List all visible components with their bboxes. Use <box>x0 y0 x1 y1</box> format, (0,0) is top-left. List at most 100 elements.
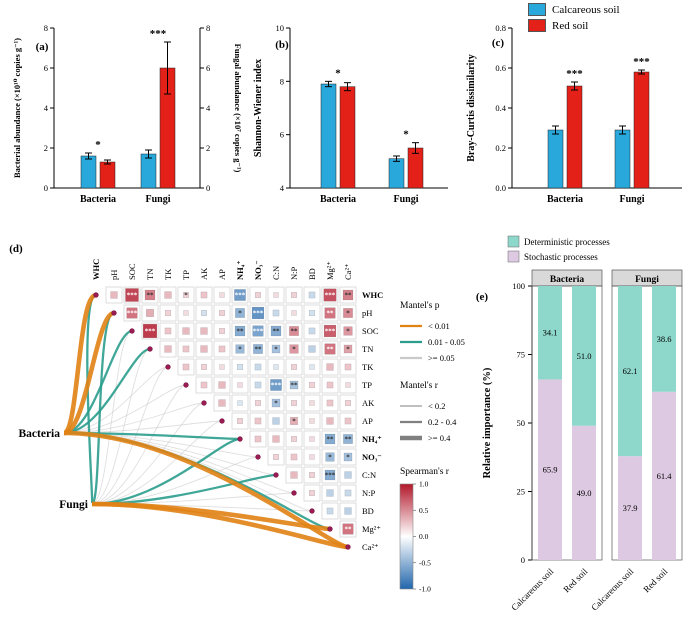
svg-text:*: * <box>95 139 101 151</box>
svg-text:6: 6 <box>44 63 48 73</box>
stochastic-segment <box>652 391 676 560</box>
mantel-edge <box>91 420 223 505</box>
svg-text:***: *** <box>325 472 336 480</box>
svg-text:0.6: 0.6 <box>495 63 506 73</box>
bar-fungi-calcareous-soil <box>388 158 405 189</box>
svg-text:Calcareous soil: Calcareous soil <box>509 566 555 612</box>
mantel-edge <box>63 310 115 436</box>
deterministic-segment <box>618 286 642 457</box>
bar-bacteria-calcareous-soil <box>547 129 564 189</box>
svg-text:>= 0.05: >= 0.05 <box>428 353 455 363</box>
svg-text:SOC: SOC <box>127 263 137 280</box>
bar-fungi-calcareous-soil <box>614 129 631 189</box>
svg-text:4: 4 <box>206 103 211 113</box>
svg-text:AP: AP <box>217 269 227 280</box>
svg-text:0.4: 0.4 <box>495 103 506 113</box>
mantel-legend: Mantel's p< 0.010.01 - 0.05>= 0.05Mantel… <box>399 301 465 594</box>
svg-text:Relative importance (%): Relative importance (%) <box>482 367 493 478</box>
svg-text:Bacteria: Bacteria <box>550 275 585 285</box>
stochastic-segment <box>572 425 596 560</box>
svg-text:Deterministic processes: Deterministic processes <box>524 237 610 247</box>
svg-text:Bacteria: Bacteria <box>547 194 583 205</box>
svg-text:0: 0 <box>206 183 210 193</box>
svg-text:Bacteria: Bacteria <box>18 428 60 440</box>
svg-text:(b): (b) <box>275 39 289 51</box>
svg-text:< 0.2: < 0.2 <box>428 401 446 411</box>
svg-text:WHC: WHC <box>91 259 101 280</box>
svg-text:100: 100 <box>512 281 525 291</box>
svg-text:61.4: 61.4 <box>657 471 673 481</box>
svg-text:Red soil: Red soil <box>641 566 669 594</box>
svg-text:37.9: 37.9 <box>623 503 638 513</box>
svg-text:NH₄⁺: NH₄⁺ <box>235 260 245 280</box>
svg-text:Spearman's r: Spearman's r <box>400 467 450 477</box>
calcareous-soil-swatch <box>528 3 546 16</box>
svg-text:Fungi: Fungi <box>393 194 418 205</box>
bar-bacteria-red-soil <box>566 85 583 189</box>
bars <box>80 41 176 189</box>
svg-text:***: *** <box>566 68 583 80</box>
red-soil-swatch <box>528 19 546 32</box>
deterministic-segment <box>572 286 596 426</box>
svg-text:AK: AK <box>199 267 209 280</box>
stochastic-segment <box>538 379 562 560</box>
legend-item-calcareous-soil: Calcareous soil <box>528 3 620 16</box>
svg-text:62.1: 62.1 <box>623 366 638 376</box>
svg-text:Red soil: Red soil <box>561 566 589 594</box>
svg-text:38.6: 38.6 <box>657 334 672 344</box>
legend-item-red-soil: Red soil <box>528 19 620 32</box>
svg-text:**: ** <box>273 328 281 336</box>
svg-text:6: 6 <box>280 130 284 140</box>
svg-text:25: 25 <box>517 487 526 497</box>
mantel-edge <box>63 366 169 434</box>
svg-text:2: 2 <box>206 143 210 153</box>
svg-text:NH₄⁺: NH₄⁺ <box>362 434 382 444</box>
svg-text:***: *** <box>325 292 336 300</box>
bar-fungi-calcareous-soil <box>140 153 157 189</box>
svg-text:TN: TN <box>145 269 155 280</box>
svg-text:50: 50 <box>517 418 526 428</box>
svg-text:***: *** <box>235 292 246 300</box>
mantel-edge <box>91 348 151 505</box>
svg-text:0.8: 0.8 <box>495 23 506 33</box>
svg-text:0: 0 <box>521 555 525 565</box>
bar-bacteria-red-soil <box>99 161 116 189</box>
svg-text:Fungi: Fungi <box>145 194 170 205</box>
svg-text:**: ** <box>345 292 353 300</box>
svg-text:***: *** <box>150 28 167 40</box>
svg-text:Mantel's r: Mantel's r <box>400 381 439 391</box>
svg-text:TP: TP <box>362 380 372 390</box>
correlation-cells: ****************************************… <box>105 286 357 538</box>
bar-bacteria-calcareous-soil <box>80 155 97 189</box>
svg-text:Fungal abundance (×10⁷ copies: Fungal abundance (×10⁷ copies g⁻¹) <box>233 44 243 173</box>
mantel-edge <box>62 292 98 436</box>
svg-text:Ca²⁺: Ca²⁺ <box>343 264 353 280</box>
svg-text:Stochastic processes: Stochastic processes <box>524 252 598 262</box>
svg-text:0: 0 <box>44 183 48 193</box>
stochastic-segment <box>618 456 642 560</box>
svg-text:*: * <box>238 346 242 354</box>
svg-text:Mg²⁺: Mg²⁺ <box>325 261 335 280</box>
svg-text:BD: BD <box>362 506 374 516</box>
svg-text:>= 0.4: >= 0.4 <box>428 433 451 443</box>
svg-text:(c): (c) <box>492 37 505 49</box>
svg-text:*: * <box>403 129 409 141</box>
svg-text:***: *** <box>271 382 282 390</box>
svg-text:4: 4 <box>280 183 285 193</box>
svg-text:***: *** <box>253 310 264 318</box>
svg-text:Fungi: Fungi <box>635 275 659 285</box>
svg-text:65.9: 65.9 <box>543 465 558 475</box>
svg-text:Mantel's p: Mantel's p <box>400 301 440 311</box>
spearman-colorbar <box>399 483 414 590</box>
svg-text:**: ** <box>147 292 155 300</box>
svg-text:AP: AP <box>362 416 373 426</box>
panel-d-mantel-correlation: ****************************************… <box>9 243 465 594</box>
